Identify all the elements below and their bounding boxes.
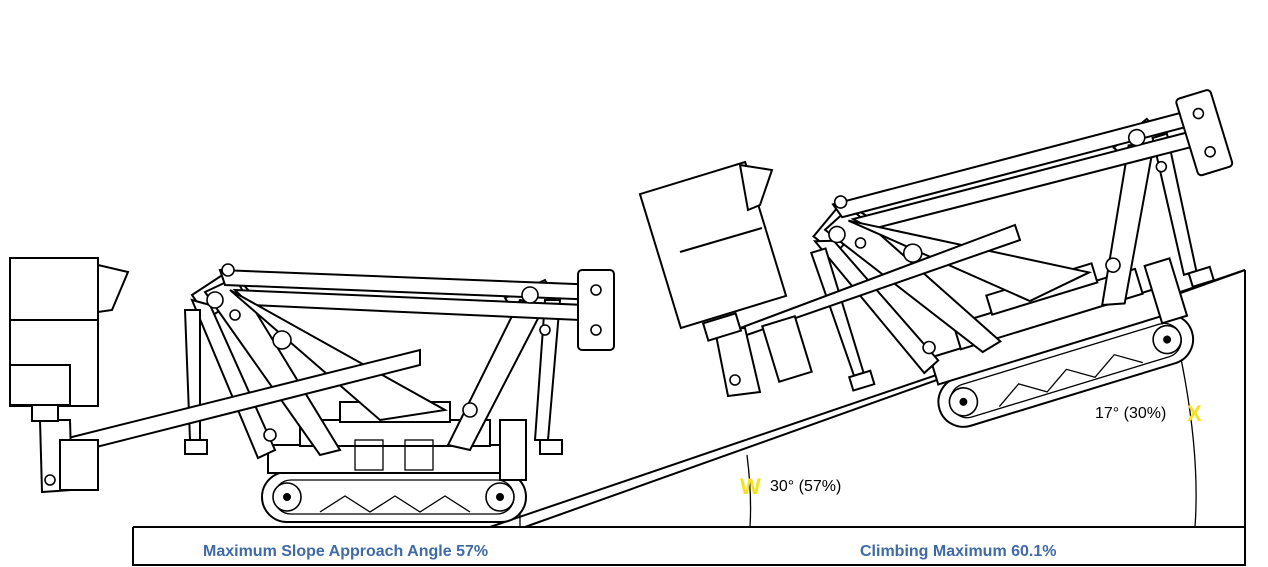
right-jib-and-basket <box>638 160 1022 398</box>
ground-base <box>132 526 1246 566</box>
right-spider-lift <box>809 89 1234 428</box>
caption-approach-angle: Maximum Slope Approach Angle 57% <box>203 543 488 560</box>
left-spider-lift <box>9 257 615 523</box>
marker-x: X <box>1187 401 1202 426</box>
marker-w: W <box>740 474 761 499</box>
caption-climbing-maximum: Climbing Maximum 60.1% <box>860 543 1057 560</box>
angle-label-17: 17° (30%) <box>1095 405 1166 422</box>
angle-arc-30 <box>746 454 752 528</box>
angle-label-30: 30° (57%) <box>770 478 841 495</box>
